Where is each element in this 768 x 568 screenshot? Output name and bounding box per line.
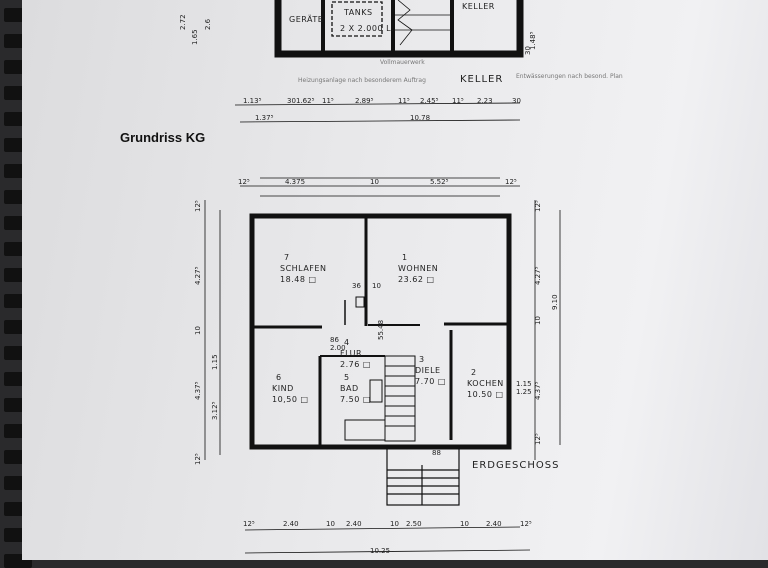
dimension-label: 12⁵ — [534, 200, 542, 212]
dimension-label: 86 — [330, 336, 339, 344]
note: Heizungsanlage nach besonderem Auftrag — [298, 77, 426, 84]
basement-label: KELLER — [460, 74, 503, 85]
document-page — [22, 0, 768, 560]
dimension-label: 11⁵ — [322, 97, 334, 105]
room-label: KELLER — [462, 2, 495, 11]
dimension-label: 30 — [524, 46, 532, 55]
room-label: 2 X 2.000 L. — [340, 24, 394, 33]
dimension-label: 2.00 — [330, 344, 346, 352]
floor-label: ERDGESCHOSS — [472, 460, 559, 471]
room-num: 1 — [402, 253, 408, 262]
dimension-label: 10 — [534, 316, 542, 325]
note: Vollmauerwerk — [380, 59, 425, 66]
dimension-label: 10 — [460, 520, 469, 528]
room-label: TANKS — [343, 8, 373, 17]
note: Entwässerungen nach besond. Plan — [516, 73, 623, 80]
room-name: BAD — [340, 384, 359, 393]
dimension-label: 2.40 — [346, 520, 362, 528]
dimension-label: 1.25 — [516, 388, 532, 396]
dimension-total: 10.25 — [370, 547, 390, 555]
dimension-label: 1.13⁵ — [243, 97, 262, 105]
room-num: 2 — [471, 368, 477, 377]
dimension-label: 12⁵ — [243, 520, 255, 528]
room-name: KIND — [272, 384, 294, 393]
dimension-label: 2.40 — [486, 520, 502, 528]
dimension-label: 11⁵ — [452, 97, 464, 105]
room-area: 7.50 □ — [340, 395, 371, 404]
room-num: 4 — [344, 338, 350, 347]
dimension-label: 55.48 — [377, 320, 385, 340]
dimension-label: 36 — [352, 282, 361, 290]
dimension-label: 4.37⁵ — [194, 381, 202, 400]
room-area: 7.70 □ — [415, 377, 446, 386]
dimension-label: 2.6 — [204, 18, 212, 30]
dimension-label: 10 — [326, 520, 335, 528]
dimension-label: 12⁵ — [194, 200, 202, 212]
dimension-label: 9.10 — [551, 294, 559, 310]
dimension-label: 4.375 — [285, 178, 305, 186]
dimension-label: 1.37⁵ — [255, 114, 274, 122]
room-num: 3 — [419, 355, 425, 364]
dimension-label: 10 — [194, 326, 202, 335]
room-num: 6 — [276, 373, 282, 382]
dimension-label: 1.15 — [211, 354, 219, 370]
room-name: WOHNEN — [398, 264, 438, 273]
room-name: KOCHEN — [467, 379, 504, 388]
dimension-label: 2.40 — [283, 520, 299, 528]
dimension-label: 11⁵ — [398, 97, 410, 105]
dimension-label: 2.45⁵ — [420, 97, 439, 105]
dimension-label: 5.52⁵ — [430, 178, 449, 186]
dimension-label: 4.27⁵ — [534, 266, 542, 285]
dimension-label: 4.27⁵ — [194, 266, 202, 285]
dimension-label: 12⁵ — [194, 453, 202, 465]
dimension-label: 12⁵ — [520, 520, 532, 528]
ground-floor-plan — [204, 177, 561, 554]
basement-plan — [234, 0, 524, 123]
plan-caption: Grundriss KG — [120, 130, 205, 145]
dimension-label: 12⁵ — [238, 178, 250, 186]
dimension-label: 30 — [512, 97, 521, 105]
room-num: 7 — [284, 253, 290, 262]
room-area: 10,50 □ — [272, 395, 309, 404]
dimension-label: 2.50 — [406, 520, 422, 528]
dimension-label: 4.37⁵ — [534, 381, 542, 400]
room-area: 2.76 □ — [340, 360, 371, 369]
dimension-label: 10.78 — [410, 114, 430, 122]
dimension-label: 10 — [390, 520, 399, 528]
dimension-label: 30 — [287, 97, 296, 105]
room-name: SCHLAFEN — [280, 264, 326, 273]
dimension-label: 3.12⁵ — [211, 401, 219, 420]
dimension-label: 12⁵ — [505, 178, 517, 186]
dimension-label: 2.89⁵ — [355, 97, 374, 105]
dimension-label: 1.48⁵ — [529, 31, 537, 50]
dimension-label: 10 — [372, 282, 381, 290]
room-name: FLUR — [340, 349, 362, 358]
dimension-label: 2.23 — [477, 97, 493, 105]
dimension-label: 12⁵ — [534, 433, 542, 445]
room-area: 23.62 □ — [398, 275, 435, 284]
dimension-label: 1.15 — [516, 380, 532, 388]
dimension-label: 10 — [370, 178, 379, 186]
dimension-label: 2.72 — [179, 14, 187, 30]
room-label: GERÄTE — [289, 14, 323, 24]
room-name: DIELE — [415, 366, 441, 375]
room-num: 5 — [344, 373, 350, 382]
room-area: 18.48 □ — [280, 275, 317, 284]
room-area: 10.50 □ — [467, 390, 504, 399]
dimension-label: 88 — [432, 449, 441, 457]
dimension-label: 1.65 — [191, 29, 199, 45]
dimension-label: 1.62⁵ — [296, 97, 315, 105]
